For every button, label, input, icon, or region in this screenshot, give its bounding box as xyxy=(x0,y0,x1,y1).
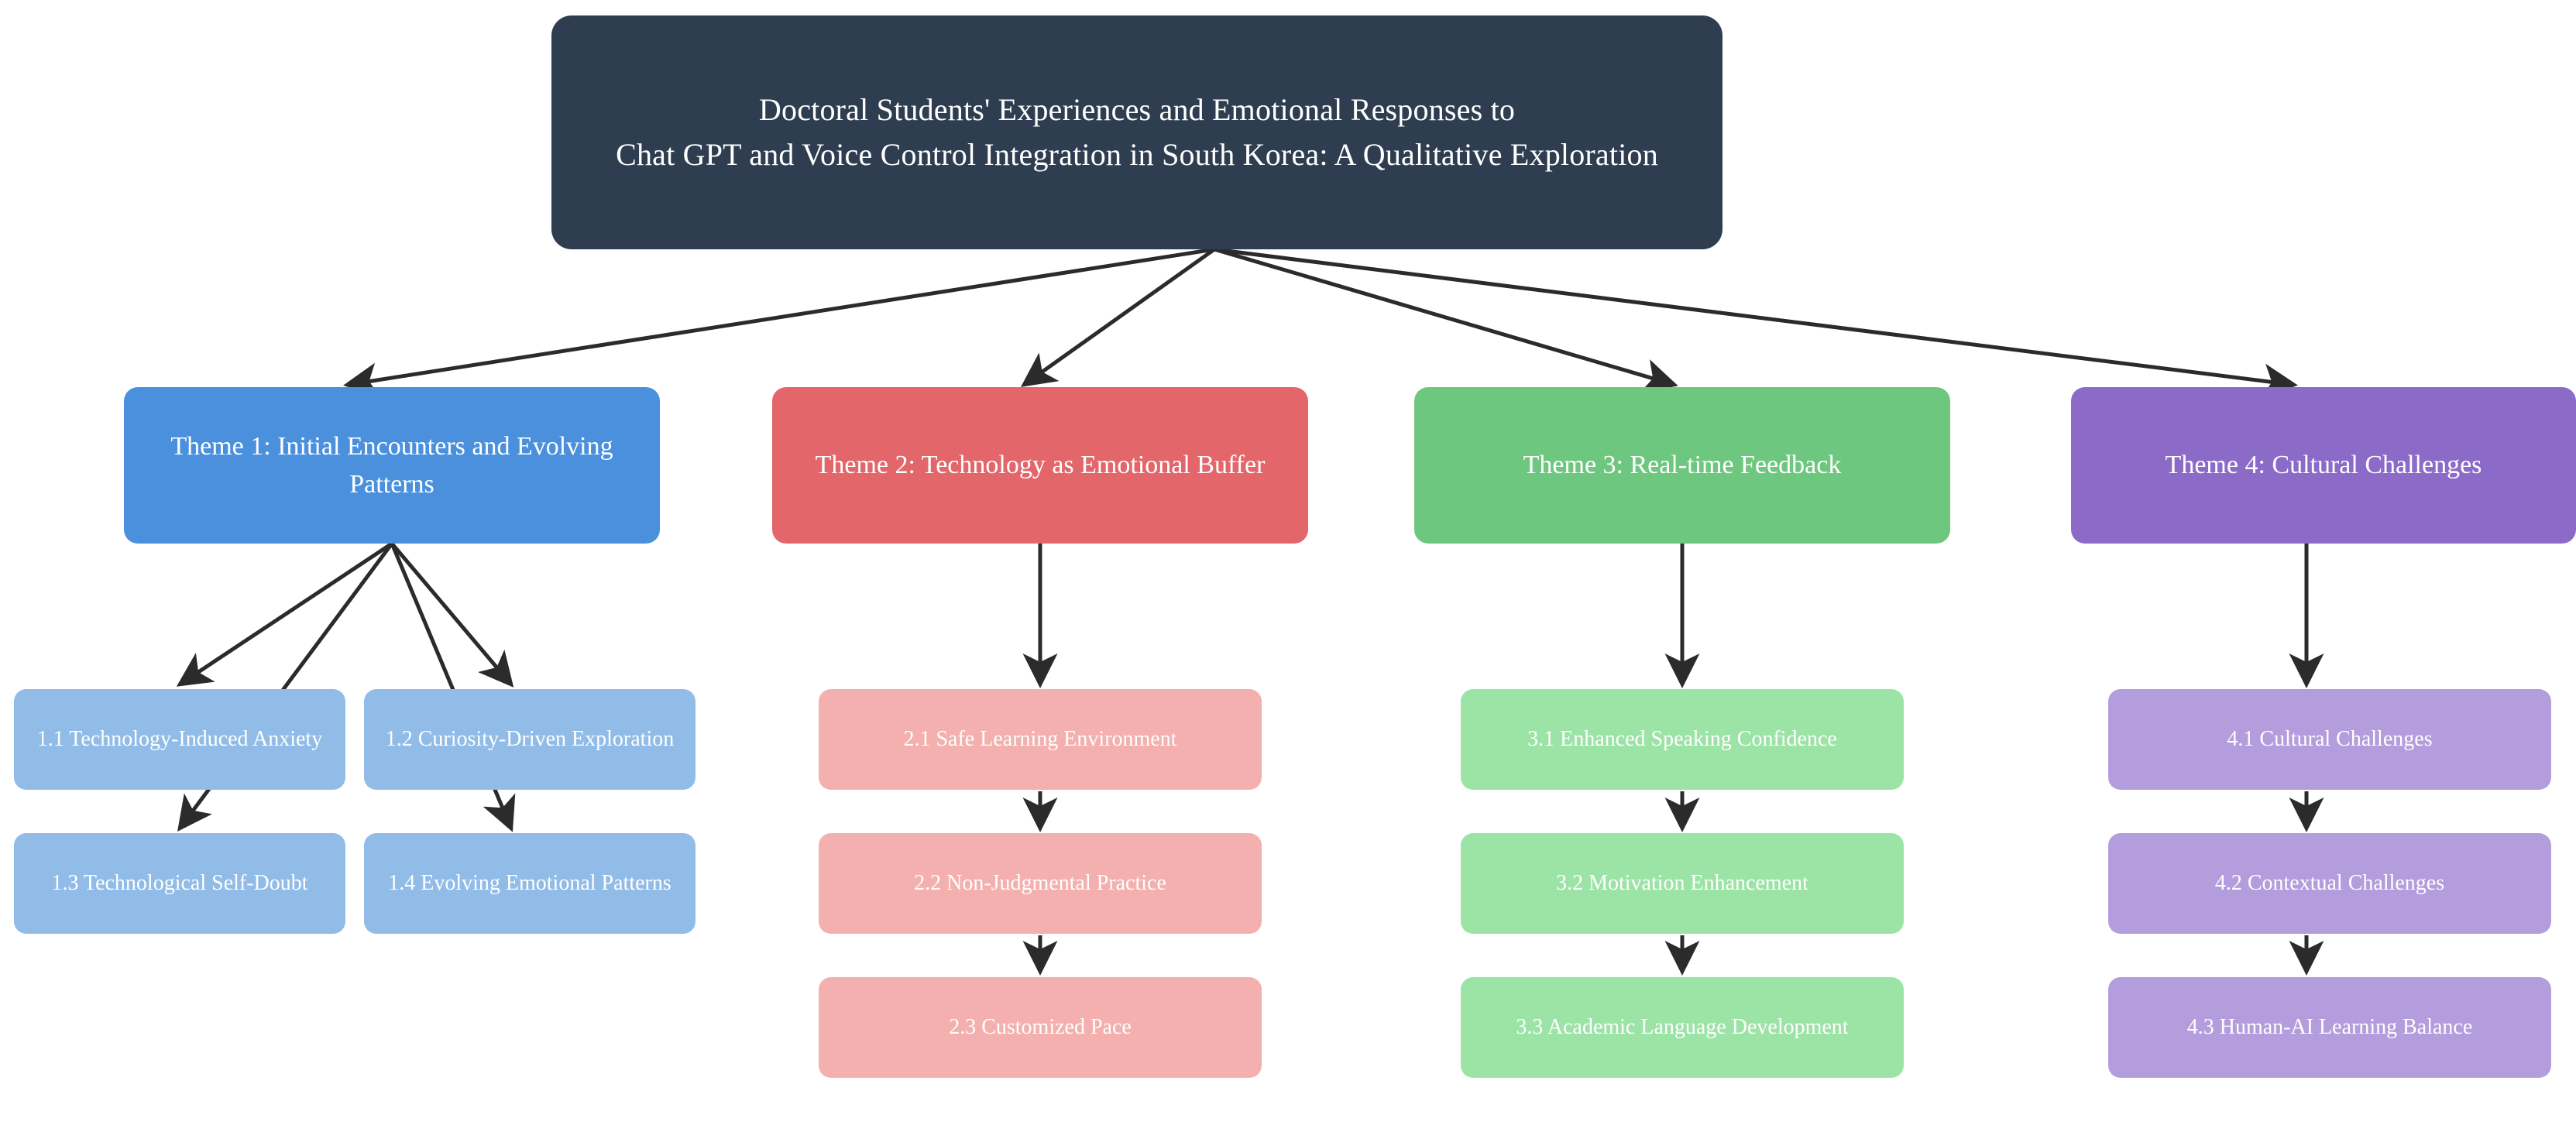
sub-node-1-1[interactable]: 1.1 Technology-Induced Anxiety xyxy=(14,689,345,790)
sub-node-1-4[interactable]: 1.4 Evolving Emotional Patterns xyxy=(364,833,696,934)
sub-label-1-2: 1.2 Curiosity-Driven Exploration xyxy=(385,726,675,751)
sub-label-4-1: 4.1 Cultural Challenges xyxy=(2227,726,2433,751)
theme-label-2: Theme 2: Technology as Emotional Buffer xyxy=(815,451,1266,480)
sub-label-4-3: 4.3 Human-AI Learning Balance xyxy=(2186,1014,2473,1039)
sub-node-4-3[interactable]: 4.3 Human-AI Learning Balance xyxy=(2108,977,2551,1078)
sub-node-3-2[interactable]: 3.2 Motivation Enhancement xyxy=(1461,833,1904,934)
sub-label-1-1: 1.1 Technology-Induced Anxiety xyxy=(36,726,323,751)
edge-root-theme1 xyxy=(343,247,1215,398)
edge-root-theme3 xyxy=(1214,247,1678,393)
root-title-line-2: Chat GPT and Voice Control Integration i… xyxy=(616,137,1658,172)
theme-node-4[interactable]: Theme 4: Cultural Challenges xyxy=(2071,387,2576,544)
sub-node-2-2[interactable]: 2.2 Non-Judgmental Practice xyxy=(819,833,1262,934)
edge-group-root-to-themes xyxy=(343,247,2298,399)
sub-label-4-2: 4.2 Contextual Challenges xyxy=(2214,870,2445,895)
sub-node-1-3[interactable]: 1.3 Technological Self-Doubt xyxy=(14,833,345,934)
sub-node-4-1[interactable]: 4.1 Cultural Challenges xyxy=(2108,689,2551,790)
sub-node-2-3[interactable]: 2.3 Customized Pace xyxy=(819,977,1262,1078)
theme-node-1[interactable]: Theme 1: Initial Encounters and Evolving… xyxy=(124,387,660,544)
root-title-line-1: Doctoral Students' Experiences and Emoti… xyxy=(758,92,1516,127)
theme-node-3[interactable]: Theme 3: Real-time Feedback xyxy=(1414,387,1950,544)
sub-label-3-1: 3.1 Enhanced Speaking Confidence xyxy=(1527,726,1837,751)
edge-root-theme4 xyxy=(1214,247,2298,399)
sub-label-2-1: 2.1 Safe Learning Environment xyxy=(903,726,1177,751)
theme-node-2[interactable]: Theme 2: Technology as Emotional Buffer xyxy=(772,387,1308,544)
edge-theme1-c1 xyxy=(176,541,393,687)
sub-node-1-2[interactable]: 1.2 Curiosity-Driven Exploration xyxy=(364,689,696,790)
theme-label-4: Theme 4: Cultural Challenges xyxy=(2165,451,2482,480)
sub-node-3-1[interactable]: 3.1 Enhanced Speaking Confidence xyxy=(1461,689,1904,790)
root-node[interactable]: Doctoral Students' Experiences and Emoti… xyxy=(551,15,1722,249)
sub-label-2-3: 2.3 Customized Pace xyxy=(949,1014,1132,1039)
theme-label-3: Theme 3: Real-time Feedback xyxy=(1523,451,1842,480)
sub-node-3-3[interactable]: 3.3 Academic Language Development xyxy=(1461,977,1904,1078)
edge-root-theme2 xyxy=(1020,247,1216,387)
theme-label-1: Theme 1: Initial Encounters and Evolving… xyxy=(170,431,613,499)
sub-label-3-3: 3.3 Academic Language Development xyxy=(1516,1014,1849,1039)
sub-label-1-4: 1.4 Evolving Emotional Patterns xyxy=(388,870,671,895)
edge-theme1-c2 xyxy=(390,542,514,688)
sub-label-3-2: 3.2 Motivation Enhancement xyxy=(1556,870,1808,895)
sub-label-2-2: 2.2 Non-Judgmental Practice xyxy=(914,870,1166,895)
sub-node-2-1[interactable]: 2.1 Safe Learning Environment xyxy=(819,689,1262,790)
sub-node-4-2[interactable]: 4.2 Contextual Challenges xyxy=(2108,833,2551,934)
sub-label-1-3: 1.3 Technological Self-Doubt xyxy=(51,870,308,895)
